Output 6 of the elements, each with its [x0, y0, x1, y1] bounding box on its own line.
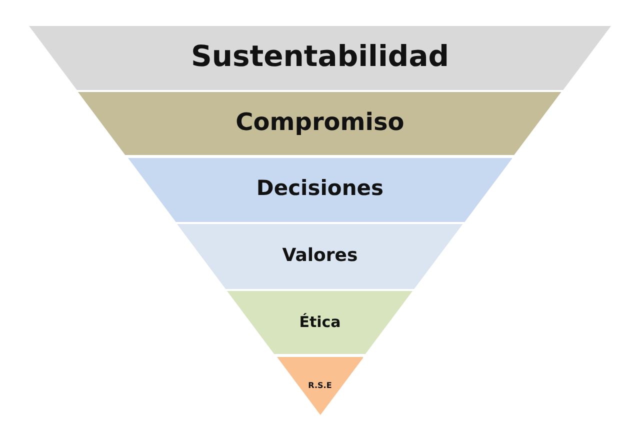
band-label: Compromiso — [236, 108, 404, 136]
band-label: Sustentabilidad — [190, 39, 450, 74]
band-label: Ética — [299, 312, 341, 331]
band-label: Decisiones — [256, 176, 384, 200]
band-label: Valores — [282, 244, 358, 266]
band-label: R.S.E — [308, 380, 332, 390]
